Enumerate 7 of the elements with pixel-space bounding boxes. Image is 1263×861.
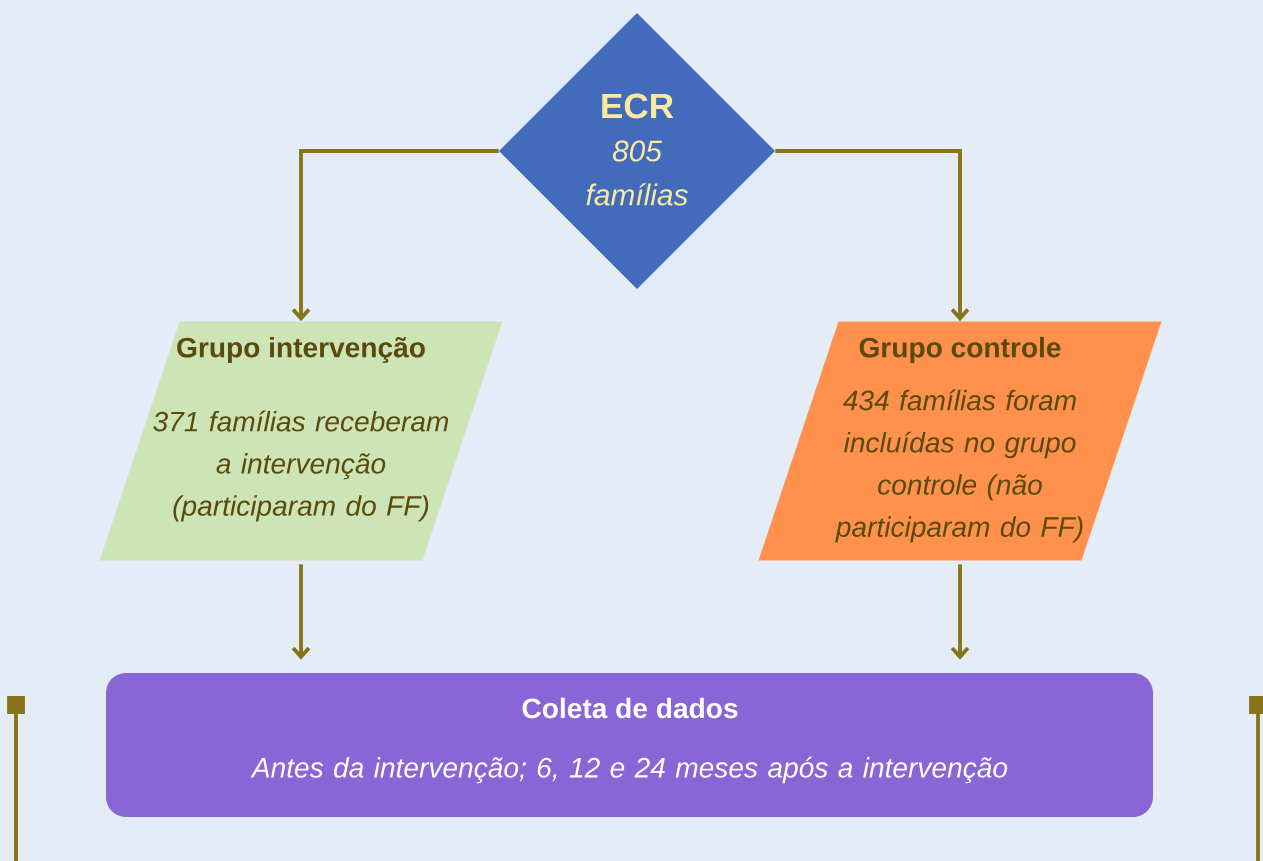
parallelogram-box: Grupo intervenção 371 famílias receberam a intervenção (participaram do FF): [99, 321, 503, 561]
arrow: [950, 564, 970, 660]
parallelogram-box: Grupo controle 434 famílias foram incluídas no grupo controle (não participaram do FF): [758, 321, 1162, 561]
arrow: [775, 149, 970, 322]
arrow: [291, 564, 311, 660]
rounded-box: Coleta de dados Antes da intervenção; 6, 12 e 24 meses após a intervenção: [106, 673, 1153, 817]
arrow: [291, 149, 499, 322]
